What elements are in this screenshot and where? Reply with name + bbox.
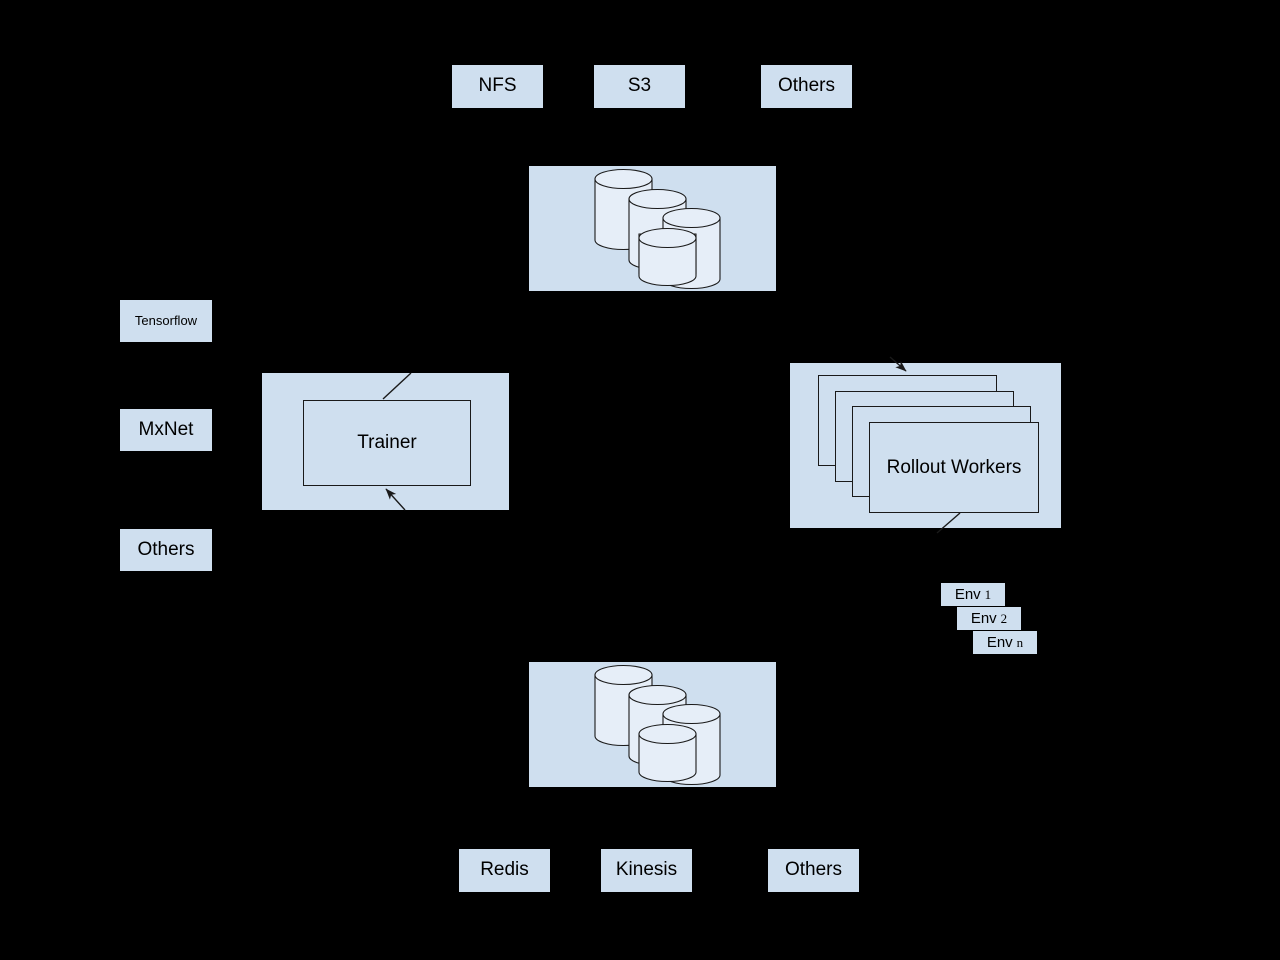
- framework-tensorflow[interactable]: Tensorflow: [120, 300, 212, 342]
- env-box-n-index: n: [1016, 634, 1024, 650]
- framework-others[interactable]: Others: [120, 529, 212, 571]
- experience-datastore-cylinders: [529, 662, 776, 787]
- queue-backend-redis[interactable]: Redis: [459, 849, 550, 892]
- queue-backend-others[interactable]: Others: [768, 849, 859, 892]
- rollout-workers-node[interactable]: Rollout Workers: [869, 422, 1039, 513]
- rollout-workers-label: Rollout Workers: [886, 456, 1022, 478]
- env-box-2-index: 2: [1000, 610, 1008, 626]
- framework-others-label: Others: [137, 538, 195, 560]
- trainer-label: Trainer: [357, 432, 417, 453]
- framework-mxnet[interactable]: MxNet: [120, 409, 212, 451]
- storage-backend-others-label: Others: [777, 75, 836, 97]
- model-datastore-cylinders: [529, 166, 776, 291]
- queue-backend-kinesis[interactable]: Kinesis: [601, 849, 692, 892]
- storage-backend-nfs-label: NFS: [478, 75, 517, 97]
- env-box-1-index: 1: [984, 586, 992, 602]
- env-box-1-name: Env: [954, 586, 981, 603]
- storage-backend-others[interactable]: Others: [761, 65, 852, 108]
- framework-mxnet-label: MxNet: [138, 418, 194, 440]
- env-box-n-name: Env: [986, 634, 1013, 651]
- env-box-2-name: Env: [970, 610, 997, 627]
- queue-backend-others-label: Others: [784, 859, 843, 881]
- framework-tensorflow-label: Tensorflow: [134, 312, 198, 328]
- storage-backend-s3-label: S3: [627, 75, 652, 97]
- trainer-node[interactable]: Trainer: [303, 400, 471, 486]
- queue-backend-redis-label: Redis: [480, 859, 529, 881]
- storage-backend-s3[interactable]: S3: [594, 65, 685, 108]
- storage-backend-nfs[interactable]: NFS: [452, 65, 543, 108]
- queue-backend-kinesis-label: Kinesis: [615, 859, 678, 881]
